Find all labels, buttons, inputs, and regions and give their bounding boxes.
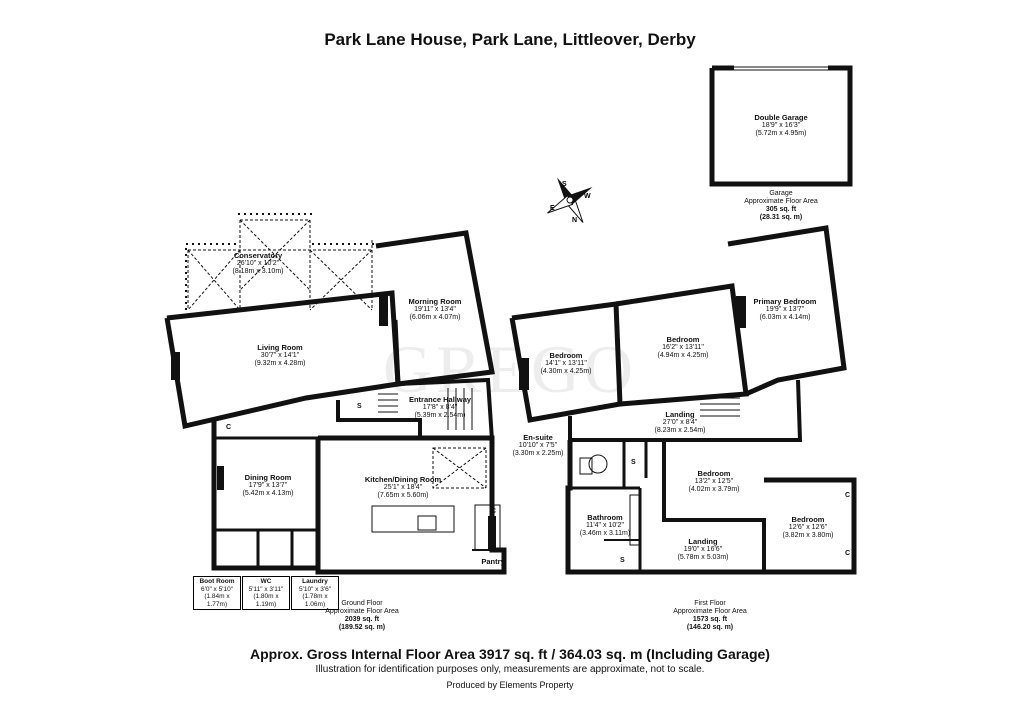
gross-area-summary: Approx. Gross Internal Floor Area 3917 s… — [250, 646, 770, 662]
disclaimer: Illustration for identification purposes… — [315, 664, 705, 675]
storage-label: S — [631, 459, 636, 466]
watermark: GREGO — [383, 331, 637, 407]
compass-s: S — [562, 181, 567, 188]
plan-title: Park Lane House, Park Lane, Littleover, … — [324, 30, 696, 49]
cupboard-label: C — [226, 424, 232, 431]
compass-n: N — [572, 217, 577, 224]
room-pantry: Pantry — [481, 557, 505, 566]
credit: Produced by Elements Property — [446, 680, 574, 690]
cupboard-label: C — [845, 550, 851, 557]
storage-label: S — [357, 403, 362, 410]
compass-w: W — [584, 193, 591, 200]
cupboard-label: C — [845, 492, 851, 499]
cupboard-label: C — [491, 508, 497, 515]
compass-e: E — [550, 205, 555, 212]
storage-label: S — [620, 557, 625, 564]
compass-icon — [547, 177, 593, 223]
